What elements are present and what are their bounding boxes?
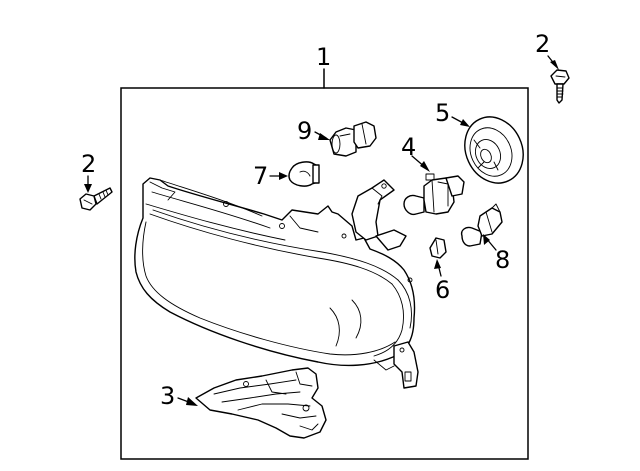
callout-2-left-arrow <box>84 184 92 193</box>
bulb-7 <box>288 161 320 187</box>
callout-4-arrow <box>420 161 430 172</box>
callout-9: 9 <box>297 117 312 145</box>
callout-8-arrow <box>483 234 490 245</box>
bulb-6 <box>429 237 447 259</box>
callout-5: 5 <box>435 99 450 127</box>
callout-9-arrow <box>318 133 330 140</box>
screw-left <box>79 187 113 211</box>
headlamp-housing <box>134 177 419 389</box>
callout-3-arrow <box>186 397 198 406</box>
dust-cover-5 <box>464 116 524 184</box>
bulb-9-socket <box>329 121 377 157</box>
callout-7-arrow <box>279 172 288 180</box>
callout-2-top: 2 <box>535 30 550 58</box>
callout-8: 8 <box>495 246 510 274</box>
callout-2-top-arrow <box>550 60 559 70</box>
callout-7: 7 <box>253 162 268 190</box>
screw-top-right <box>550 69 570 104</box>
callout-6-arrow <box>434 259 441 269</box>
callout-1: 1 <box>316 43 331 71</box>
callout-2-left: 2 <box>81 150 96 178</box>
bulb-4 <box>403 173 465 216</box>
callout-5-arrow <box>460 119 470 127</box>
bulb-8-socket <box>460 203 503 247</box>
callout-6: 6 <box>435 276 450 304</box>
lower-bracket <box>195 367 327 439</box>
callout-3: 3 <box>160 382 175 410</box>
callout-4: 4 <box>401 133 416 161</box>
